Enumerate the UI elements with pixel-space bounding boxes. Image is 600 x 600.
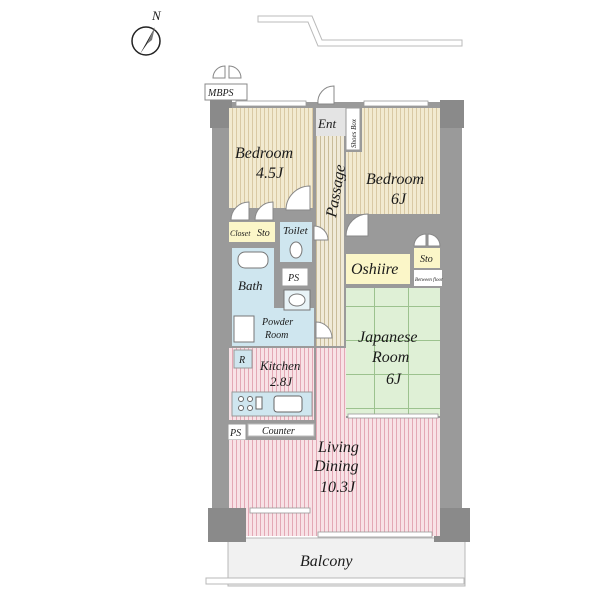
stove-icon — [238, 396, 263, 411]
shoes-box — [345, 107, 361, 151]
japanese-room-label-1: Japanese — [358, 329, 418, 346]
living-label-1: Living — [317, 439, 359, 456]
entrance-area — [316, 108, 346, 136]
corner-block-top-right — [440, 100, 464, 128]
window-top-right — [363, 100, 429, 107]
bedroom-large-area-lower — [346, 152, 440, 214]
living-dining-area — [229, 440, 316, 508]
balcony-rail — [205, 577, 465, 585]
kitchen-size: 2.8J — [270, 374, 293, 389]
mbps-doors — [212, 65, 242, 79]
window-top-left — [235, 100, 307, 107]
compass-north-label: N — [151, 8, 162, 23]
passage-area — [316, 136, 344, 346]
compass-arrow-tail-icon — [147, 27, 155, 44]
toilet-fixture-icon — [289, 241, 303, 259]
oshiire-label: Oshiire — [351, 261, 398, 278]
ps-top-label: PS — [287, 273, 299, 284]
storage-right-label: Sto — [420, 254, 433, 265]
ps-bottom-label: PS — [229, 428, 241, 439]
living-label-2: Dining — [313, 458, 358, 475]
oshiire-area — [346, 254, 410, 284]
common-corridor-outline — [257, 15, 463, 47]
window-bottom-left — [249, 507, 311, 514]
toilet-door-icon — [313, 225, 329, 241]
closet-label: Closet — [230, 229, 251, 238]
living-dining-area-main — [316, 348, 346, 508]
storage-door-icon — [254, 201, 274, 221]
refrigerator-box — [233, 349, 253, 369]
sink-icon — [273, 395, 303, 413]
compass-circle — [131, 26, 161, 56]
storage-right-box — [414, 248, 440, 268]
living-size: 10.3J — [320, 479, 356, 496]
bedroom-small-door-icon — [285, 185, 311, 211]
closet-door-icon — [230, 201, 250, 221]
entrance-label: Ent — [317, 116, 336, 131]
japanese-room-size: 6J — [386, 371, 402, 388]
washer-icon — [233, 315, 255, 343]
bedroom-large-size: 6J — [391, 191, 407, 208]
storage-left-label: Sto — [257, 228, 270, 239]
corner-block-top-left — [210, 100, 232, 128]
powder-room-label-2: Room — [264, 330, 288, 341]
washbasin-bowl-icon — [288, 293, 306, 307]
entrance-door-icon — [317, 85, 335, 105]
mbps-label: MBPS — [207, 88, 234, 99]
window-bottom-right — [317, 531, 433, 538]
refrigerator-label: R — [238, 355, 245, 366]
shoes-box-label: Shoes Box — [350, 118, 358, 148]
bath-label: Bath — [238, 278, 263, 293]
toilet-label: Toilet — [283, 225, 309, 237]
japanese-room-area — [346, 288, 440, 416]
japanese-room-label-2: Room — [371, 349, 409, 366]
between-floor-label: Between floor — [415, 278, 443, 283]
bedroom-large-door-icon — [345, 213, 369, 237]
sliding-door-japanese-room — [347, 413, 439, 419]
corner-block-bottom-left — [208, 508, 246, 542]
compass-arrow-icon — [140, 27, 155, 54]
bedroom-large-name: Bedroom — [366, 171, 424, 188]
closet-box — [229, 222, 255, 242]
storage-left-box — [255, 222, 275, 242]
between-floor-box — [414, 270, 442, 286]
counter-box — [247, 423, 315, 437]
bedroom-small-size: 4.5J — [256, 165, 284, 182]
powder-room-label-1: Powder — [261, 317, 293, 328]
balcony-label: Balcony — [300, 553, 353, 570]
bathtub-icon — [237, 251, 269, 269]
kitchen-name: Kitchen — [259, 358, 300, 373]
storage-right-door-icon — [413, 233, 427, 247]
compass: N — [131, 8, 162, 56]
ps-top-box — [281, 267, 309, 287]
counter-label: Counter — [262, 426, 295, 437]
storage-right-door-icon-2 — [427, 233, 441, 247]
powder-room-door-icon — [315, 321, 333, 339]
bedroom-small-name: Bedroom — [235, 145, 293, 162]
